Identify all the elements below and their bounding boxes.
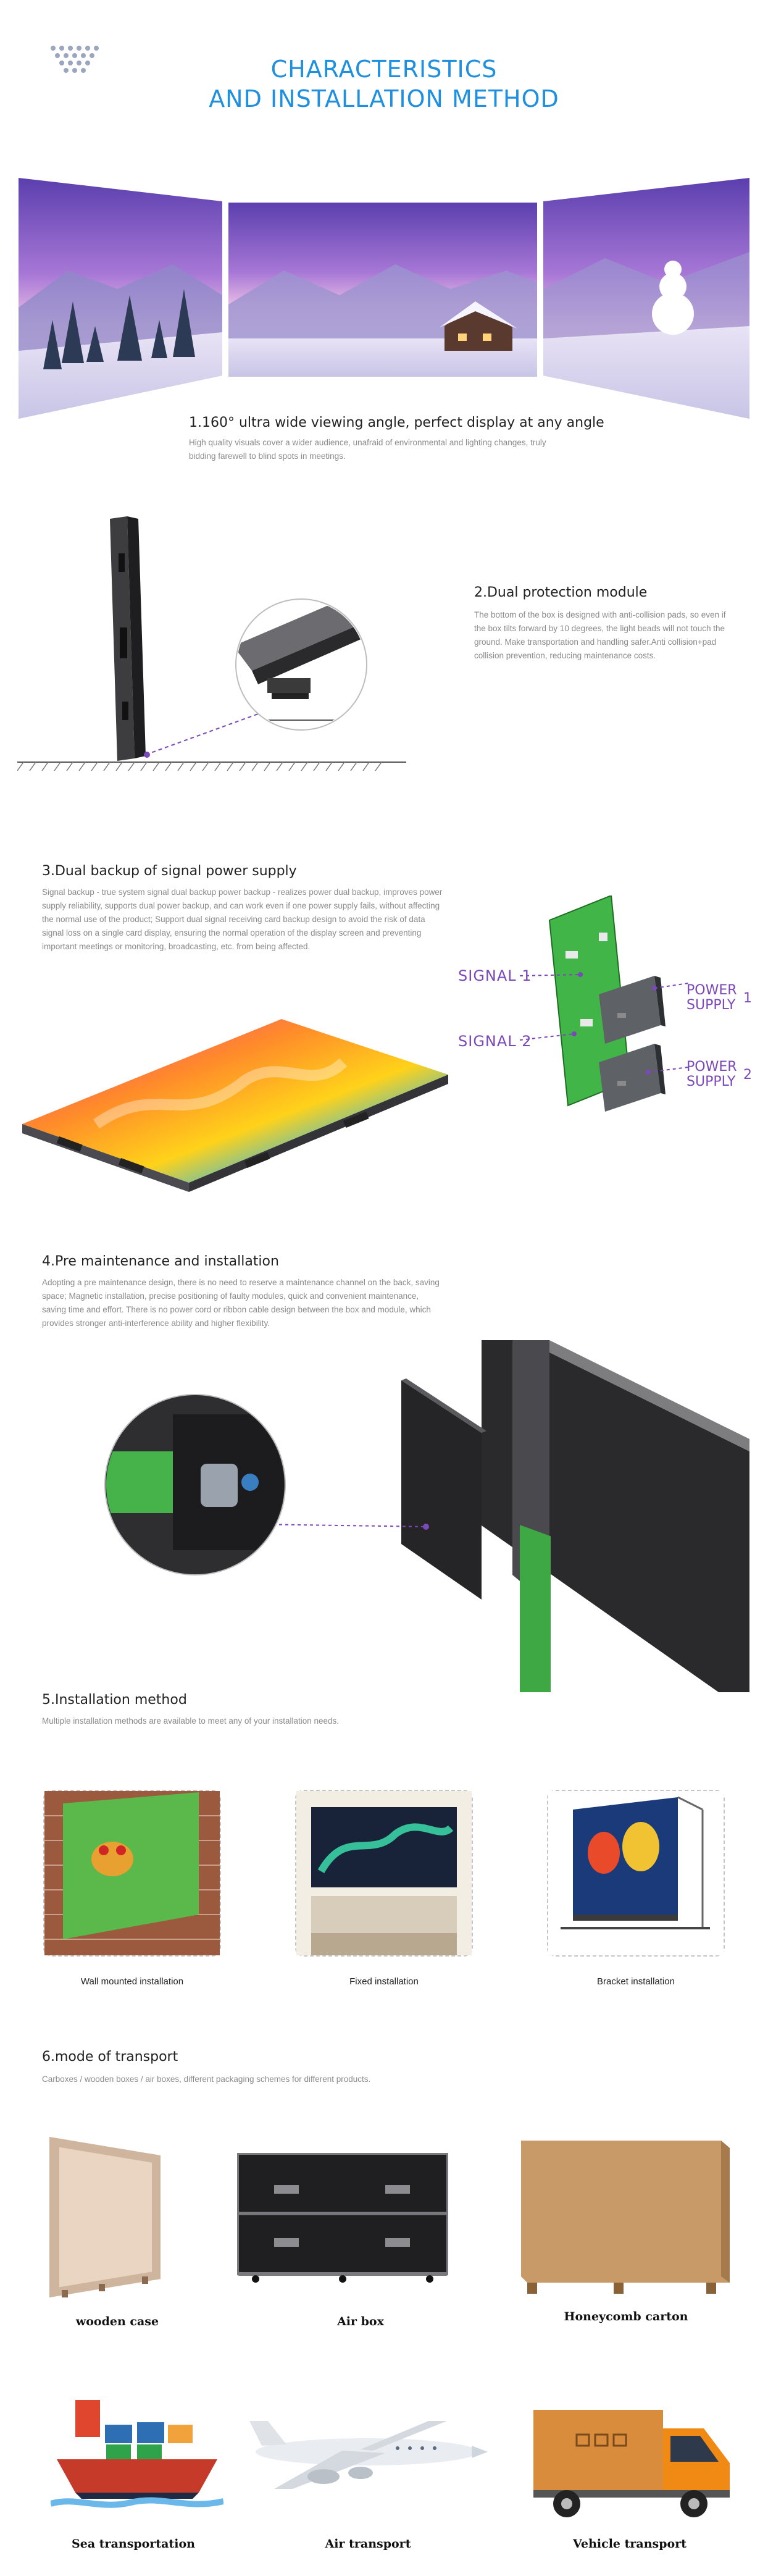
fixed-label: Fixed installation <box>349 1976 419 1987</box>
bracket-label: Bracket installation <box>597 1976 675 1987</box>
section5-body: Multiple installation methods are availa… <box>42 1716 340 1726</box>
power-supply1-label: POWER SUPPLY <box>687 983 737 1013</box>
wall-mounted-image <box>44 1791 220 1955</box>
led-cabinet-image <box>22 1007 448 1192</box>
honeycomb-carton-image <box>521 2141 730 2295</box>
wooden-case-label: wooden case <box>75 2315 159 2328</box>
section3-body: Signal backup - true system signal dual … <box>42 887 443 951</box>
wall-mounted-label: Wall mounted installation <box>80 1976 184 1987</box>
section2-title: 2.Dual protection module <box>474 585 648 600</box>
power1-line2: SUPPLY <box>687 997 736 1013</box>
section1-title: 1.160° ultra wide viewing angle, perfect… <box>189 415 604 430</box>
section4-body: Adopting a pre maintenance design, there… <box>42 1278 440 1328</box>
signal-power-board-image <box>531 894 741 1143</box>
power-supply2-label: POWER SUPPLY <box>687 1060 737 1089</box>
sea-transport-label: Sea transportation <box>72 2537 195 2551</box>
pre-maintenance-image <box>80 1334 749 1722</box>
signal1-label: SIGNAL 1 <box>458 967 532 984</box>
viewing-angle-image <box>19 166 749 425</box>
page-title-line2: AND INSTALLATION METHOD <box>209 85 559 112</box>
section4-title: 4.Pre maintenance and installation <box>42 1254 279 1269</box>
vehicle-transport-label: Vehicle transport <box>573 2537 687 2551</box>
power-supply2-number: 2 <box>743 1067 752 1083</box>
bracket-card <box>547 1790 725 1957</box>
air-box-image <box>235 2151 450 2283</box>
power-supply1-number: 1 <box>743 991 752 1006</box>
power2-line2: SUPPLY <box>687 1074 736 1089</box>
signal-connector-lines <box>519 972 689 1075</box>
brand-dot-grid-icon <box>49 44 106 77</box>
ship-icon <box>49 2388 225 2511</box>
honeycomb-carton-label: Honeycomb carton <box>564 2310 688 2323</box>
section1-body: High quality visuals cover a wider audie… <box>189 438 546 461</box>
section3-title: 3.Dual backup of signal power supply <box>42 863 297 879</box>
power1-line1: POWER <box>687 983 737 998</box>
wooden-case-image <box>43 2137 167 2297</box>
fixed-card <box>295 1790 473 1957</box>
airplane-icon <box>249 2409 488 2501</box>
bracket-installation-image <box>548 1791 724 1955</box>
section2-body: The bottom of the box is designed with a… <box>474 610 726 660</box>
section5-title: 5.Installation method <box>42 1692 187 1708</box>
signal2-label: SIGNAL 2 <box>458 1033 532 1050</box>
page-title-line1: CHARACTERISTICS <box>270 56 498 83</box>
section6-title: 6.mode of transport <box>42 2049 178 2065</box>
truck-icon <box>533 2404 733 2519</box>
wall-mounted-card <box>43 1790 221 1957</box>
protection-module-image <box>17 516 419 776</box>
air-box-label: Air box <box>337 2315 384 2328</box>
air-transport-label: Air transport <box>325 2537 411 2551</box>
fixed-installation-image <box>296 1791 472 1955</box>
power2-line1: POWER <box>687 1059 737 1075</box>
section6-body: Carboxes / wooden boxes / air boxes, dif… <box>42 2075 371 2084</box>
